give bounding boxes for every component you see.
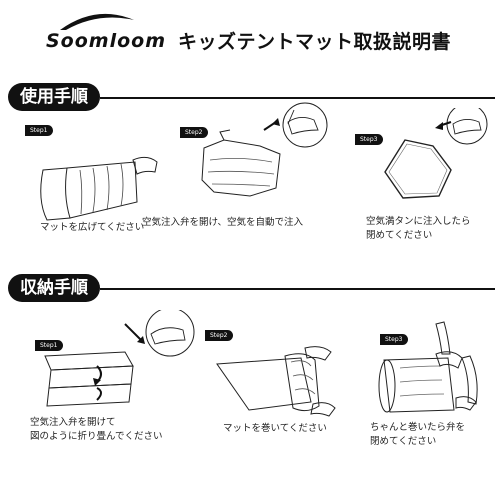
storage-step-1: Step1 空気注入弁を開けて 図のように折り畳んでください — [25, 310, 195, 450]
step-caption: 空気満タンに注入したら 閉めてください — [366, 216, 471, 241]
fold-mat-illustration — [44, 310, 195, 407]
usage-step-3: Step3 空気満タンに注入したら 閉めてください — [355, 108, 500, 248]
usage-step-2: Step2 空気注入弁を開け、空気を自動で注入 — [142, 95, 340, 235]
usage-step-1: Step1 マットを広げてください — [25, 125, 175, 235]
step-caption: ちゃんと巻いたら弁を 閉めてください — [370, 422, 466, 447]
step-caption: マットを広げてください — [40, 222, 145, 233]
brand-logo: Soomloom — [46, 30, 167, 52]
header: Soomloom キッズテントマット取扱説明書 — [0, 0, 500, 60]
section-heading-storage: 収納手順 — [8, 274, 100, 302]
section-divider-usage — [100, 97, 495, 99]
section-heading-usage: 使用手順 — [8, 83, 100, 111]
brand-swoosh-icon — [60, 13, 134, 30]
page-title: キッズテントマット取扱説明書 — [178, 31, 452, 53]
step-caption: 空気注入弁を開け、空気を自動で注入 — [142, 217, 304, 228]
close-valve-illustration — [384, 108, 488, 199]
unroll-mat-illustration — [40, 156, 158, 221]
open-valve-illustration — [201, 102, 328, 197]
step-badge: Step2 — [205, 330, 234, 341]
step-badge: Step3 — [380, 334, 409, 345]
storage-step-3: Step3 ちゃんと巻いたら弁を 閉めてください — [370, 318, 500, 453]
step-badge: Step3 — [355, 134, 384, 145]
step-badge: Step1 — [25, 125, 54, 136]
step-badge: Step2 — [180, 127, 209, 138]
close-rolled-valve-illustration — [378, 321, 478, 413]
section-divider-storage — [100, 288, 495, 290]
storage-step-2: Step2 マットを巻いてください — [205, 330, 355, 440]
step-caption: マットを巻いてください — [223, 423, 327, 434]
step-badge: Step1 — [35, 340, 64, 351]
roll-mat-illustration — [216, 346, 336, 417]
step-caption: 空気注入弁を開けて 図のように折り畳んでください — [30, 417, 163, 442]
